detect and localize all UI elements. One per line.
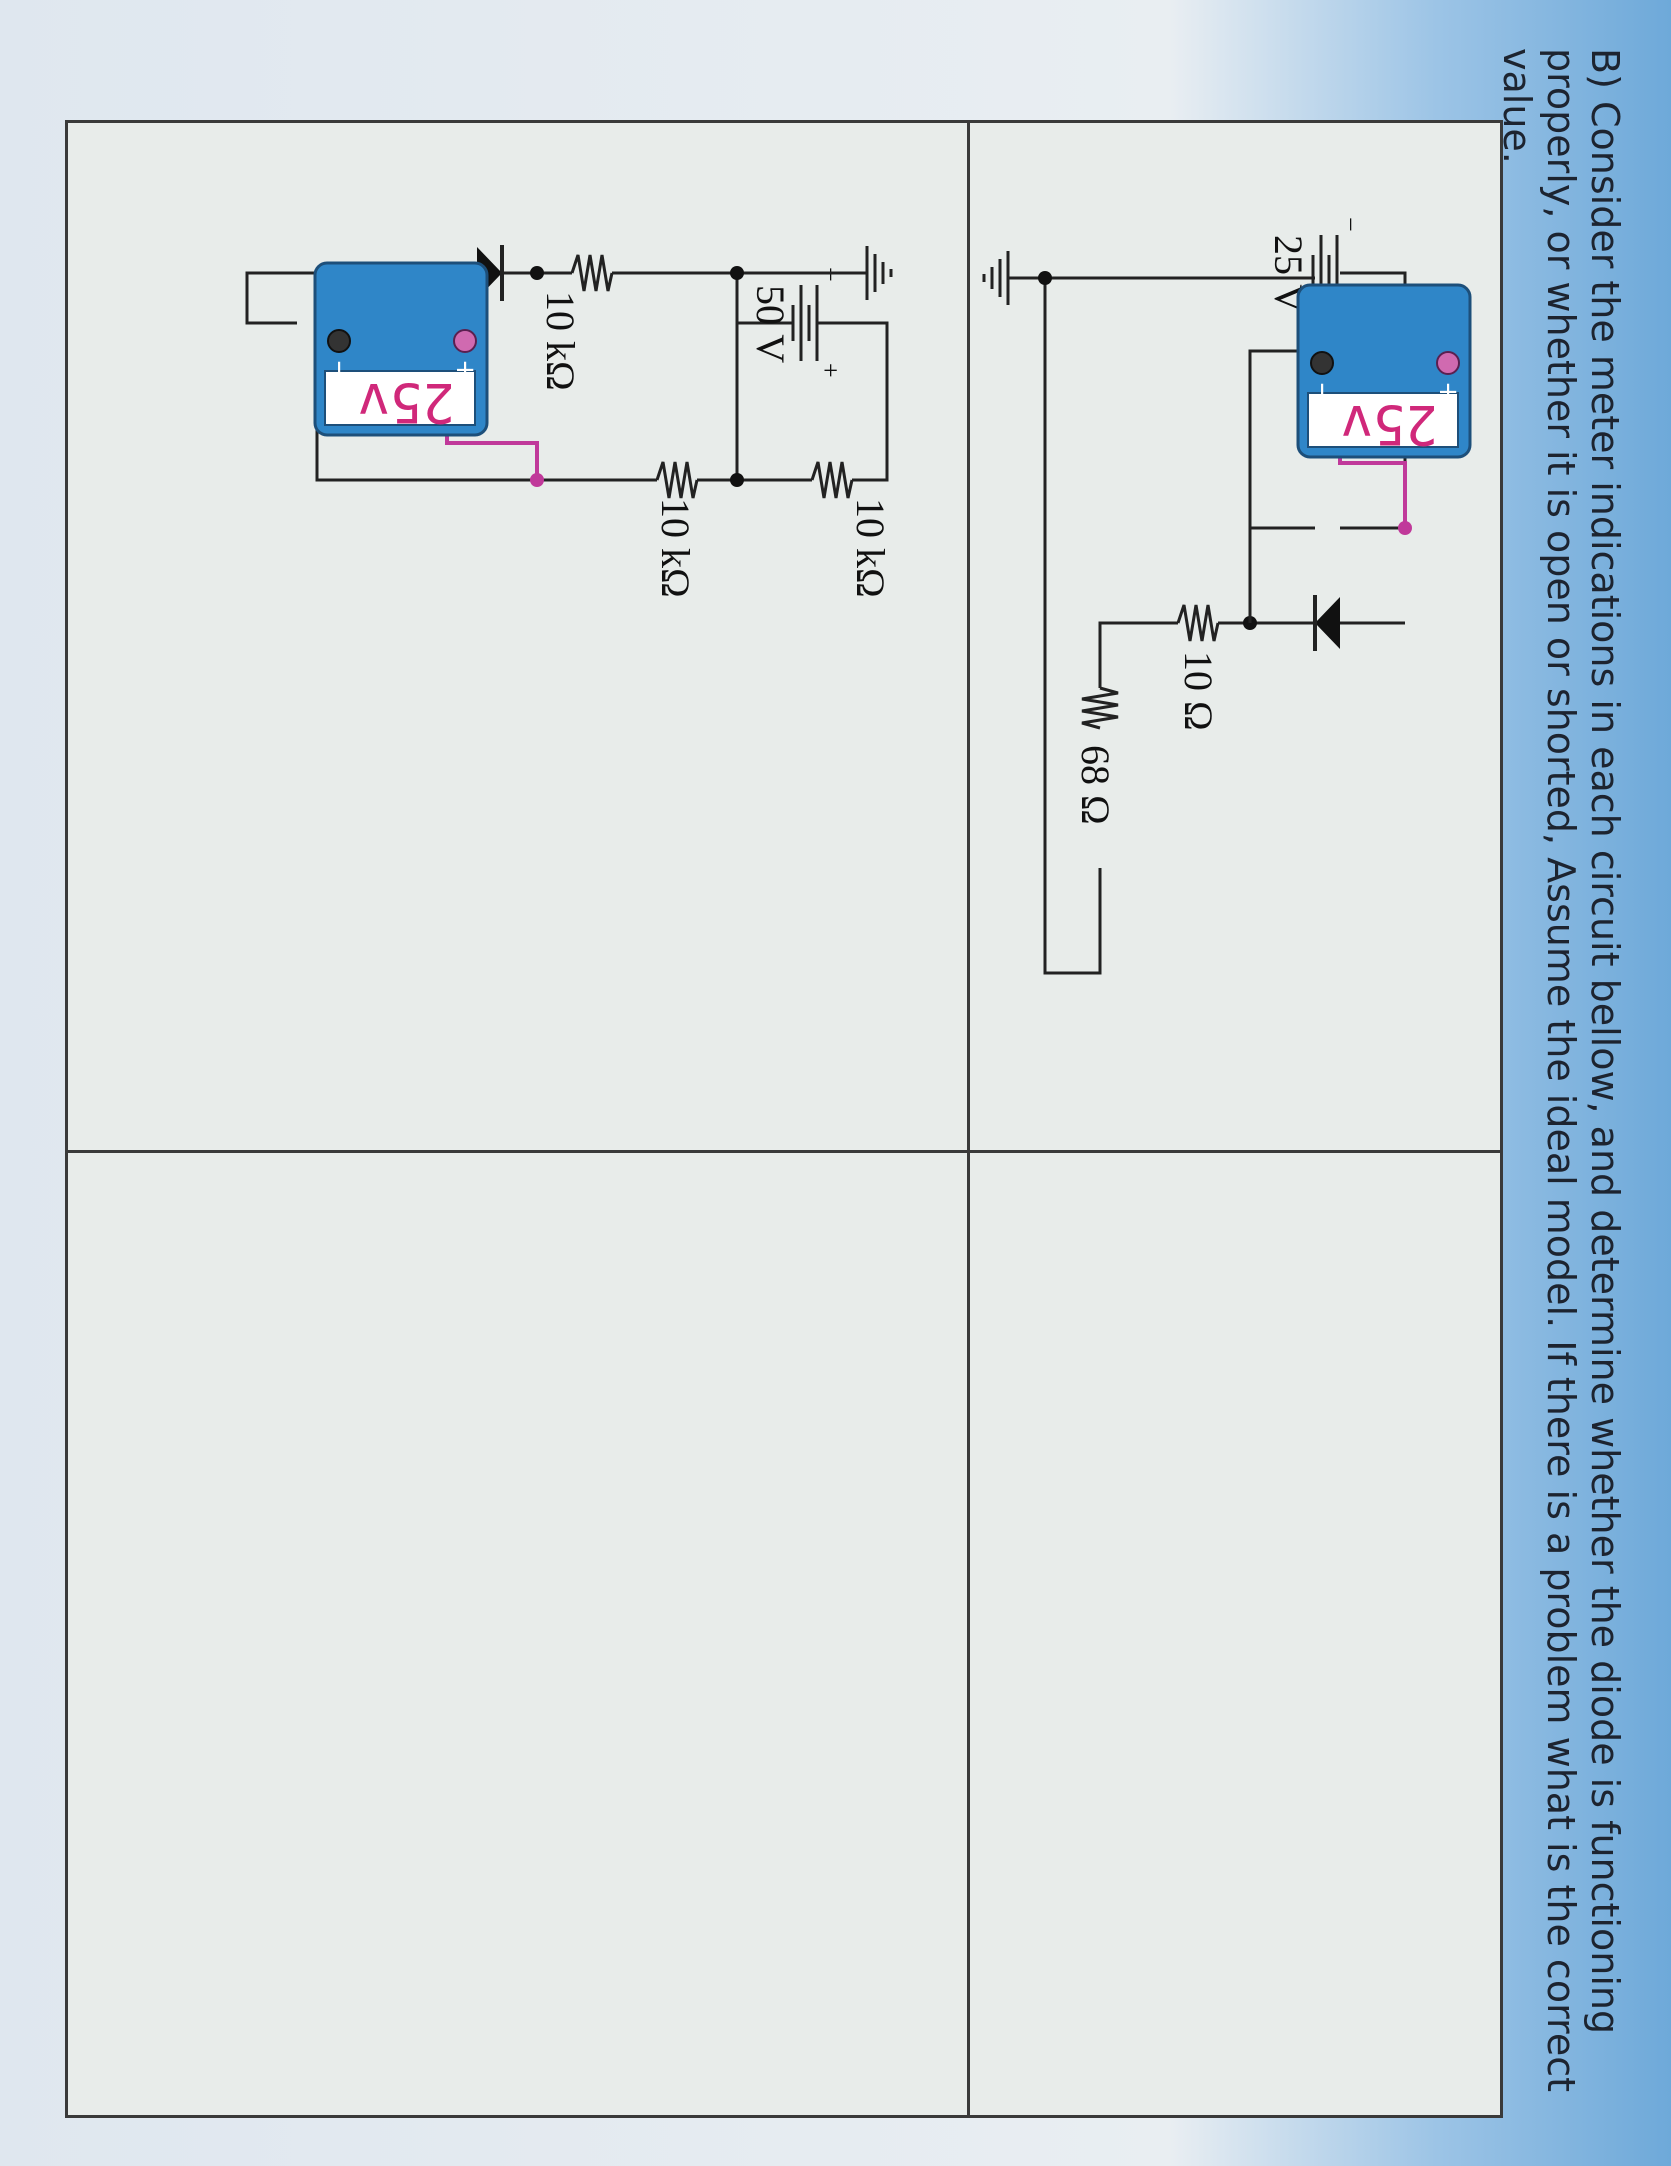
circuit-a-diagram: + − 25 V xyxy=(982,217,1472,975)
circuit-table: + − 25 V xyxy=(65,120,1503,2118)
resistor-b1-label: 10 kΩ xyxy=(848,498,893,598)
circuit-b-wires xyxy=(315,271,889,482)
voltmeter-a-display: 25v xyxy=(1340,393,1438,456)
resistor-b3-label: 10 kΩ xyxy=(538,291,583,391)
question-text: B) Consider the meter indications in eac… xyxy=(1495,48,1627,2092)
resistor-b-2 xyxy=(655,461,699,499)
cell-circuit-a: + − 25 V xyxy=(967,123,1500,1153)
resistor-b-1 xyxy=(810,461,854,499)
voltmeter-b xyxy=(245,261,539,480)
voltmeter-b-plus: + xyxy=(450,359,480,381)
battery-b xyxy=(735,273,819,480)
circuit-b-diagram: + − 50 V 10 kΩ 10 kΩ 10 kΩ xyxy=(245,245,893,598)
ground-b xyxy=(817,246,893,300)
voltmeter-a xyxy=(1248,283,1472,623)
resistor-a1-label: 10 Ω xyxy=(1176,651,1221,731)
cell-circuit-b: + − 50 V 10 kΩ 10 kΩ 10 kΩ xyxy=(68,123,967,1153)
cell-empty-bottom-right xyxy=(68,1153,967,2115)
voltmeter-b-display: 25v xyxy=(357,371,455,434)
resistor-b-3 xyxy=(570,254,614,292)
voltmeter-a-plus: + xyxy=(1433,381,1463,403)
node-b-bottom-left xyxy=(530,266,544,280)
node-b-top xyxy=(730,473,744,487)
battery-b-label: 50 V xyxy=(748,285,793,363)
resistor-a-10-ohm xyxy=(1176,604,1220,642)
resistor-a-68-ohm xyxy=(1081,686,1119,730)
battery-a-minus: − xyxy=(1336,217,1365,232)
diode-a xyxy=(1250,595,1405,651)
resistor-b2-label: 10 kΩ xyxy=(653,498,698,598)
battery-b-plus: + xyxy=(816,363,845,378)
resistor-a2-label: 68 Ω xyxy=(1073,745,1118,825)
cell-empty-top-right xyxy=(967,1153,1500,2115)
node-b-left xyxy=(730,266,744,280)
voltmeter-b-minus: − xyxy=(324,359,354,381)
ground-a-node xyxy=(1038,271,1052,285)
ground-a xyxy=(982,251,1045,305)
voltmeter-a-minus: − xyxy=(1307,381,1337,403)
